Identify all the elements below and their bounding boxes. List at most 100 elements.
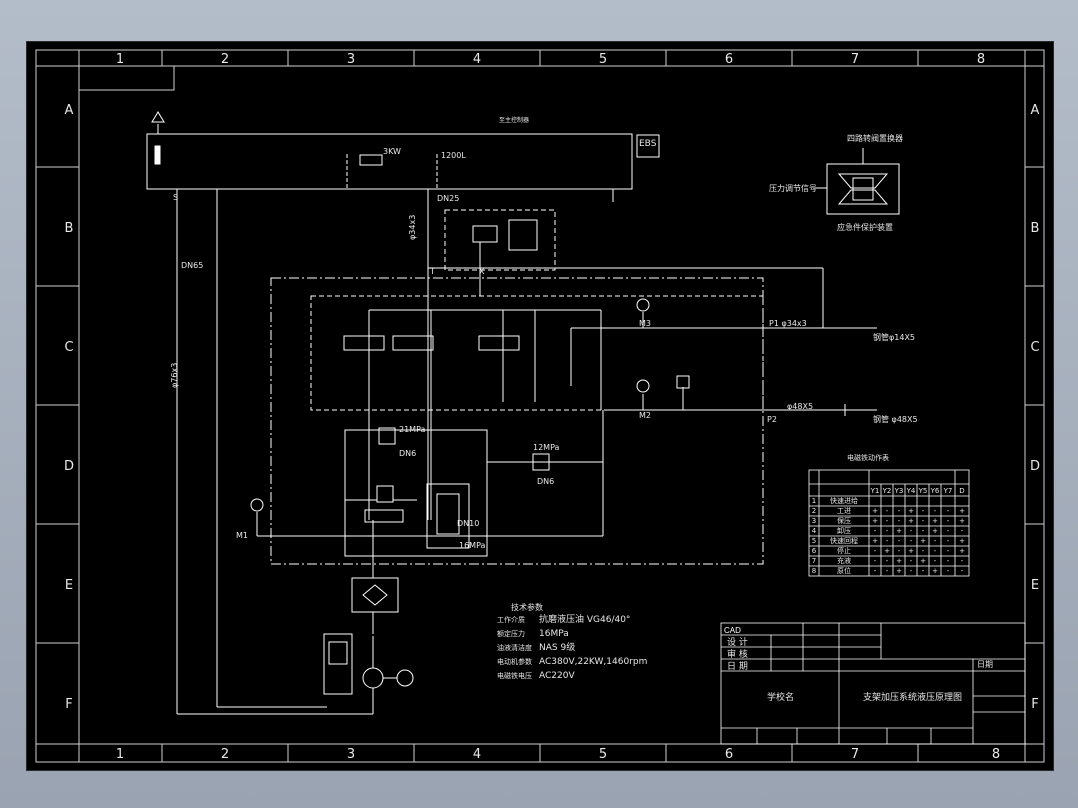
pipe76-label: φ76x3 [170,363,179,388]
row-label: B [1031,221,1040,236]
table-cell: - [886,557,889,565]
table-cell: - [910,567,913,575]
table-cell: + [896,567,902,575]
row-label: C [64,340,73,355]
filter [351,577,399,613]
table-cell: - [898,537,901,545]
table-cell: + [884,547,890,555]
table-row-number: 4 [812,527,817,535]
table-row-name: 卸压 [837,526,851,535]
col-label: 2 [221,52,229,67]
table-cell: - [947,547,950,555]
corner-box [78,65,175,91]
relief-12mpa: 12MPa [533,443,560,452]
table-row-name: 原位 [837,566,851,575]
capacity-label: 1200L [441,151,466,160]
table-cell: + [872,507,878,515]
table-cell: - [874,567,877,575]
table-cell: + [932,517,938,525]
table-row-number: 7 [812,557,816,565]
row-label: F [65,697,72,712]
table-cell: - [922,517,925,525]
table-header-cell: Y6 [930,487,940,495]
circuit-lines [146,111,900,715]
table-row-number: 1 [812,497,816,505]
tech-specs: 技术参数 工作介质 抗磨液压油 VG46/40° 额定压力 16MPa 油液清洁… [497,602,647,681]
spec-key: 电磁铁电压 [497,671,532,680]
table-header-cell: Y3 [894,487,904,495]
row-label: B [65,221,74,236]
table-cell: - [886,507,889,515]
col-label: 6 [725,747,733,762]
schematic-top: 四路转阀置换器 [847,133,903,143]
table-header-cell: Y7 [943,487,953,495]
col-label: 7 [851,52,859,67]
table-cell: - [947,567,950,575]
relief-21mpa: 21MPa [399,425,426,434]
table-row-number: 2 [812,507,816,515]
table-row-name: 工进 [837,507,851,515]
table-cell: - [910,527,913,535]
table-cell: - [947,557,950,565]
row-label: D [64,459,74,474]
col-label: 4 [473,52,481,67]
table-cell: - [922,527,925,535]
top-note: 至主控制器 [499,116,529,124]
row-label: E [65,578,73,593]
table-cell: - [922,547,925,555]
table-cell: - [874,527,877,535]
spec-value: AC220V [539,671,575,681]
table-cell: - [922,507,925,515]
table-row-number: 8 [812,567,816,575]
table-cell: + [908,507,914,515]
table-cell: - [961,557,964,565]
col-label: 1 [116,52,124,67]
col-label: 7 [851,747,859,762]
table-cell: + [872,517,878,525]
title-block: CAD 设 计 审 核 日 期 日期 学校名 支架加压系统液压原理图 [720,622,1026,745]
dn25-label: DN25 [437,194,459,203]
row-label: E [1031,578,1039,593]
motor-symbol [396,669,414,687]
table-cell: - [898,507,901,515]
outlet-1: 钢管φ14X5 [873,332,915,342]
table-row-name: 停止 [837,546,851,555]
table-cell: + [932,527,938,535]
table-title: 电磁铁动作表 [847,453,889,462]
school-name: 学校名 [767,691,794,703]
spec-key: 电动机参数 [497,657,532,666]
spec-value: 抗磨液压油 VG46/40° [539,613,630,625]
dn65-label: DN65 [181,261,203,270]
p1-label: P1 φ34x3 [769,319,807,328]
table-cell: + [896,527,902,535]
table-cell: + [920,557,926,565]
col-label: 3 [347,52,355,67]
table-cell: - [886,527,889,535]
dn6-label: DN6 [399,449,416,458]
m1-label: M1 [236,531,248,540]
table-cell: - [874,557,877,565]
row-label: F [1031,697,1038,712]
valve-block [270,277,764,565]
table-header-cell: Y4 [906,487,916,495]
row-label: A [65,103,74,118]
row-label: C [1030,340,1039,355]
p2-label: P2 [767,415,777,424]
spec-key: 工作介质 [497,615,525,624]
col-label: 3 [347,747,355,762]
table-cell: + [896,557,902,565]
row-label: A [1031,103,1040,118]
table-cell: - [910,537,913,545]
drawing-title: 支架加压系统液压原理图 [863,691,962,703]
table-cell: - [934,507,937,515]
t-port: T [429,267,435,276]
table-row-number: 3 [812,517,816,525]
pipe34-label: φ34x3 [408,215,417,240]
col-label: 5 [599,747,607,762]
m3-label: M3 [639,319,651,328]
table-row-name: 保压 [837,516,851,525]
table-cell: - [934,547,937,555]
cad-label: CAD [724,626,741,635]
table-row-name: 快速进给 [830,496,858,505]
